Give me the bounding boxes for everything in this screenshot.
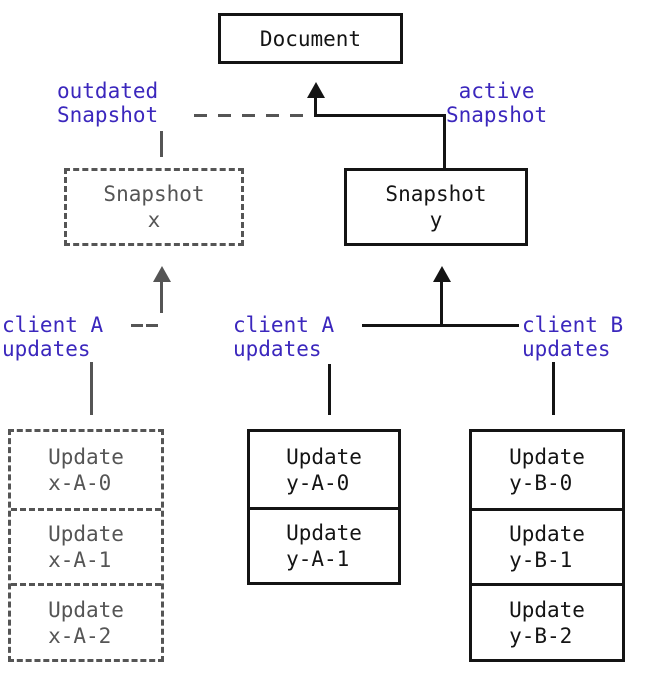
update-cell: Update x-A-0 bbox=[11, 432, 161, 508]
update-stack-y-b: Update y-B-0 Update y-B-1 Update y-B-2 bbox=[469, 429, 625, 662]
update-y-b-2-label: Update y-B-2 bbox=[509, 597, 585, 648]
update-cell: Update y-B-2 bbox=[472, 583, 622, 659]
client-a-active-connector bbox=[328, 364, 331, 415]
active-connector-vertical bbox=[443, 114, 446, 168]
arrow-to-snapshot-x-icon bbox=[153, 266, 171, 282]
document-node: Document bbox=[218, 13, 403, 64]
active-snapshot-label: active Snapshot bbox=[446, 79, 548, 127]
outdated-dashed-connector bbox=[194, 114, 312, 117]
client-a-active-label: client A updates bbox=[233, 313, 335, 361]
snapshot-y-node: Snapshot y bbox=[344, 168, 528, 246]
active-connector-horizontal bbox=[315, 114, 446, 117]
arrow-to-snapshot-y-icon bbox=[433, 266, 451, 282]
snapshot-x-node: Snapshot x bbox=[64, 168, 244, 246]
snapshot-y-label: Snapshot y bbox=[385, 182, 487, 232]
arrow-to-snapshot-x-shaft bbox=[160, 281, 163, 313]
update-stack-x-a: Update x-A-0 Update x-A-1 Update x-A-2 bbox=[8, 429, 164, 662]
arrow-to-document-icon bbox=[307, 82, 325, 98]
update-cell: Update x-A-1 bbox=[11, 507, 161, 584]
update-cell: Update x-A-2 bbox=[11, 583, 161, 659]
update-y-b-0-label: Update y-B-0 bbox=[509, 444, 585, 495]
client-a-outdated-dash bbox=[131, 324, 158, 327]
outdated-label-connector bbox=[160, 131, 163, 157]
update-cell: Update y-A-0 bbox=[250, 432, 398, 507]
update-x-a-0-label: Update x-A-0 bbox=[48, 444, 124, 495]
client-a-outdated-label: client A updates bbox=[2, 313, 104, 361]
client-ab-connector-line bbox=[362, 324, 519, 327]
arrow-to-document-shaft bbox=[314, 96, 317, 117]
update-stack-y-a: Update y-A-0 Update y-A-1 bbox=[247, 429, 401, 585]
update-cell: Update y-B-0 bbox=[472, 432, 622, 508]
arrow-to-snapshot-y-shaft bbox=[440, 281, 443, 327]
update-y-a-1-label: Update y-A-1 bbox=[286, 521, 362, 571]
client-a-outdated-connector bbox=[90, 362, 93, 415]
snapshot-x-label: Snapshot x bbox=[103, 182, 205, 232]
update-x-a-1-label: Update x-A-1 bbox=[48, 521, 124, 572]
client-b-active-label: client B updates bbox=[522, 313, 624, 361]
update-cell: Update y-A-1 bbox=[250, 507, 398, 582]
client-b-active-connector bbox=[552, 362, 555, 415]
document-label: Document bbox=[259, 26, 362, 51]
update-y-a-0-label: Update y-A-0 bbox=[286, 444, 362, 495]
update-x-a-2-label: Update x-A-2 bbox=[48, 597, 124, 648]
update-y-b-1-label: Update y-B-1 bbox=[509, 521, 585, 572]
update-cell: Update y-B-1 bbox=[472, 507, 622, 584]
outdated-snapshot-label: outdated Snapshot bbox=[57, 79, 159, 127]
